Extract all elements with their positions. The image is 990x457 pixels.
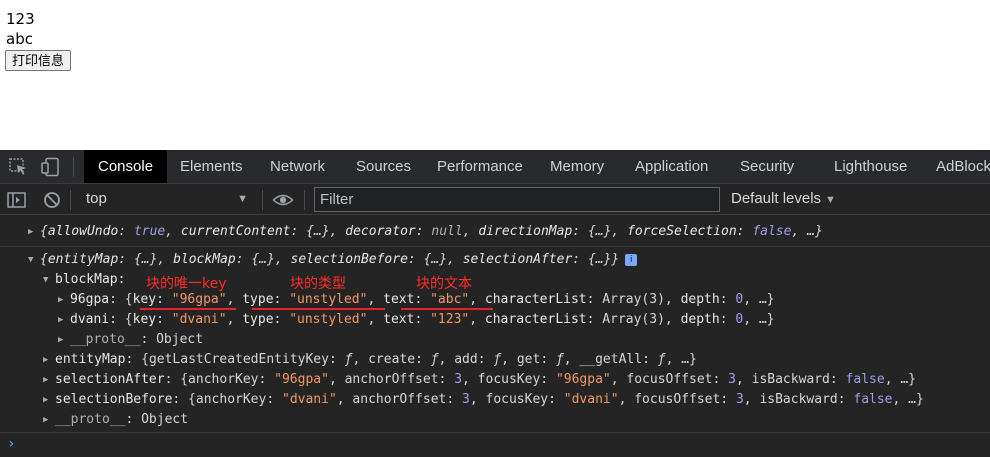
selectionafter-row[interactable]: ▶selectionAfter: {anchorKey: "96gpa", an… xyxy=(0,370,990,390)
collapse-arrow-icon[interactable]: ▼ xyxy=(43,275,49,285)
expand-arrow-icon[interactable]: ▶ xyxy=(43,355,49,365)
expand-arrow-icon[interactable]: ▶ xyxy=(58,335,64,345)
annotation-text: 块的文本 xyxy=(416,276,472,292)
toolbar-divider xyxy=(304,190,305,210)
entitymap-row[interactable]: ▶entityMap: {getLastCreatedEntityKey: ƒ,… xyxy=(0,350,990,370)
expand-arrow-icon[interactable]: ▶ xyxy=(43,375,49,385)
inspect-element-icon[interactable] xyxy=(8,157,30,177)
expand-arrow-icon[interactable]: ▶ xyxy=(43,415,49,425)
entry-divider xyxy=(0,432,990,433)
annotation-key: 块的唯一key xyxy=(146,276,227,292)
selectionbefore-row[interactable]: ▶selectionBefore: {anchorKey: "dvani", a… xyxy=(0,390,990,410)
prompt-chevron-icon[interactable]: › xyxy=(7,436,16,452)
console-log-entry-expanded[interactable]: ▼{entityMap: {…}, blockMap: {…}, selecti… xyxy=(0,250,990,270)
tab-lighthouse[interactable]: Lighthouse xyxy=(834,158,908,175)
dropdown-caret-icon: ▼ xyxy=(825,194,836,206)
console-output: ▶{allowUndo: true, currentContent: {…}, … xyxy=(0,216,990,457)
console-log-entry[interactable]: ▶{allowUndo: true, currentContent: {…}, … xyxy=(0,222,990,242)
annotation-underline-text xyxy=(401,308,493,310)
sidebar-toggle-icon[interactable] xyxy=(6,190,28,210)
expand-arrow-icon[interactable]: ▶ xyxy=(58,295,64,305)
info-icon[interactable]: i xyxy=(625,254,638,266)
context-selector[interactable]: top ▼ xyxy=(78,187,254,211)
page-text-line-2: abc xyxy=(6,30,33,48)
devtools-panel: Console Elements Network Sources Perform… xyxy=(0,150,990,457)
annotation-underline-type xyxy=(252,308,385,310)
collapse-arrow-icon[interactable]: ▼ xyxy=(28,255,34,265)
tab-adblock[interactable]: AdBlock xyxy=(936,158,990,175)
block-row-dvani[interactable]: ▶dvani: {key: "dvani", type: "unstyled",… xyxy=(0,310,990,330)
expand-arrow-icon[interactable]: ▶ xyxy=(58,315,64,325)
filter-input[interactable] xyxy=(314,187,720,212)
dropdown-caret-icon: ▼ xyxy=(237,193,248,205)
default-levels-dropdown[interactable]: Default levels▼ xyxy=(731,187,836,211)
toolbar-divider xyxy=(70,190,71,210)
tab-security[interactable]: Security xyxy=(740,158,795,175)
annotation-underline-key xyxy=(140,308,236,310)
eye-icon[interactable] xyxy=(272,190,294,210)
proto-row[interactable]: ▶__proto__: Object xyxy=(0,330,990,350)
entry-divider xyxy=(0,246,990,247)
proto-row[interactable]: ▶__proto__: Object xyxy=(0,410,990,430)
tab-elements[interactable]: Elements xyxy=(180,158,243,175)
toolbar-divider xyxy=(262,190,263,210)
device-toolbar-icon[interactable] xyxy=(40,157,62,177)
print-info-button[interactable]: 打印信息 xyxy=(5,50,72,71)
page-viewport: 123 abc 打印信息 xyxy=(0,0,990,150)
console-toolbar: top ▼ Default levels▼ xyxy=(0,184,990,215)
tab-application[interactable]: Application xyxy=(635,158,709,175)
blockmap-row[interactable]: ▼blockMap: xyxy=(0,270,990,290)
tabbar-divider xyxy=(73,157,74,177)
clear-console-icon[interactable] xyxy=(42,190,64,210)
tab-memory[interactable]: Memory xyxy=(550,158,605,175)
tab-sources[interactable]: Sources xyxy=(356,158,412,175)
expand-arrow-icon[interactable]: ▶ xyxy=(28,227,34,237)
tab-performance[interactable]: Performance xyxy=(437,158,523,175)
page-text-line-1: 123 xyxy=(6,10,35,28)
tab-network[interactable]: Network xyxy=(270,158,326,175)
expand-arrow-icon[interactable]: ▶ xyxy=(43,395,49,405)
annotation-type: 块的类型 xyxy=(290,276,346,292)
levels-label: Default levels xyxy=(731,190,822,207)
block-row-96gpa[interactable]: ▶96gpa: {key: "96gpa", type: "unstyled",… xyxy=(0,290,990,310)
devtools-tabbar: Console Elements Network Sources Perform… xyxy=(0,150,990,184)
tab-console[interactable]: Console xyxy=(84,150,168,183)
context-value: top xyxy=(86,190,107,207)
